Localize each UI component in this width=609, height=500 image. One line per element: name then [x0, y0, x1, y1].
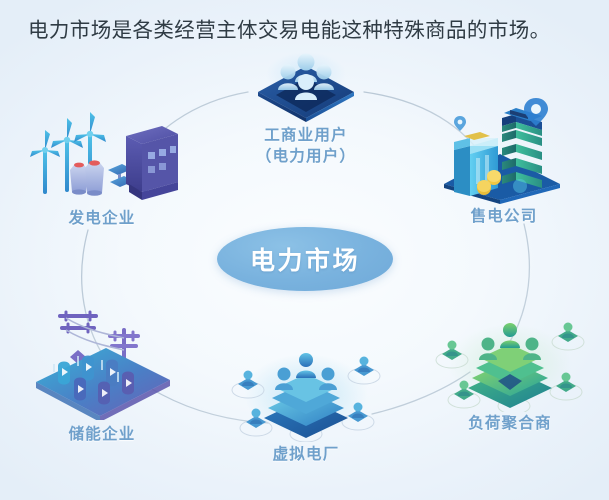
node-label-virtual-power-plant: 虚拟电厂 — [222, 444, 390, 465]
users-on-platform-icon — [258, 52, 354, 122]
electricity-retail-buildings-icon — [444, 98, 560, 204]
node-label-line1: 售电公司 — [470, 208, 538, 225]
node-label-energy-storage-enterprise: 储能企业 — [20, 424, 184, 445]
page-title: 电力市场是各类经营主体交易电能这种特殊商品的市场。 — [28, 19, 551, 42]
node-label-electricity-retail-company: 售电公司 — [424, 206, 584, 227]
node-label-industrial-commercial-users: 工商业用户 （电力用户） — [218, 125, 394, 167]
node-label-line1: 发电企业 — [68, 210, 136, 227]
energy-storage-battery-icon — [36, 306, 170, 420]
node-label-line1: 负荷聚合商 — [468, 415, 552, 432]
node-industrial-commercial-users[interactable]: 工商业用户 （电力用户） — [218, 52, 394, 167]
node-virtual-power-plant[interactable]: 虚拟电厂 — [222, 342, 390, 465]
center-badge: 电力市场 — [217, 227, 393, 291]
load-aggregator-network-icon — [435, 322, 585, 412]
node-load-aggregator[interactable]: 负荷聚合商 — [426, 312, 594, 434]
node-label-line1: 虚拟电厂 — [272, 446, 340, 463]
virtual-power-plant-network-icon — [231, 353, 381, 442]
node-label-line2: （电力用户） — [255, 148, 357, 165]
node-energy-storage-enterprise[interactable]: 储能企业 — [20, 300, 184, 445]
node-label-line1: 工商业用户 — [264, 127, 348, 144]
power-generation-plant-icon — [30, 112, 178, 200]
node-label-line1: 储能企业 — [68, 426, 136, 443]
node-electricity-retail-company[interactable]: 售电公司 — [424, 96, 584, 227]
node-label-load-aggregator: 负荷聚合商 — [426, 413, 594, 434]
center-badge-label: 电力市场 — [249, 247, 360, 275]
node-power-generation-enterprise[interactable]: 发电企业 — [22, 108, 182, 229]
node-label-power-generation-enterprise: 发电企业 — [22, 208, 182, 229]
